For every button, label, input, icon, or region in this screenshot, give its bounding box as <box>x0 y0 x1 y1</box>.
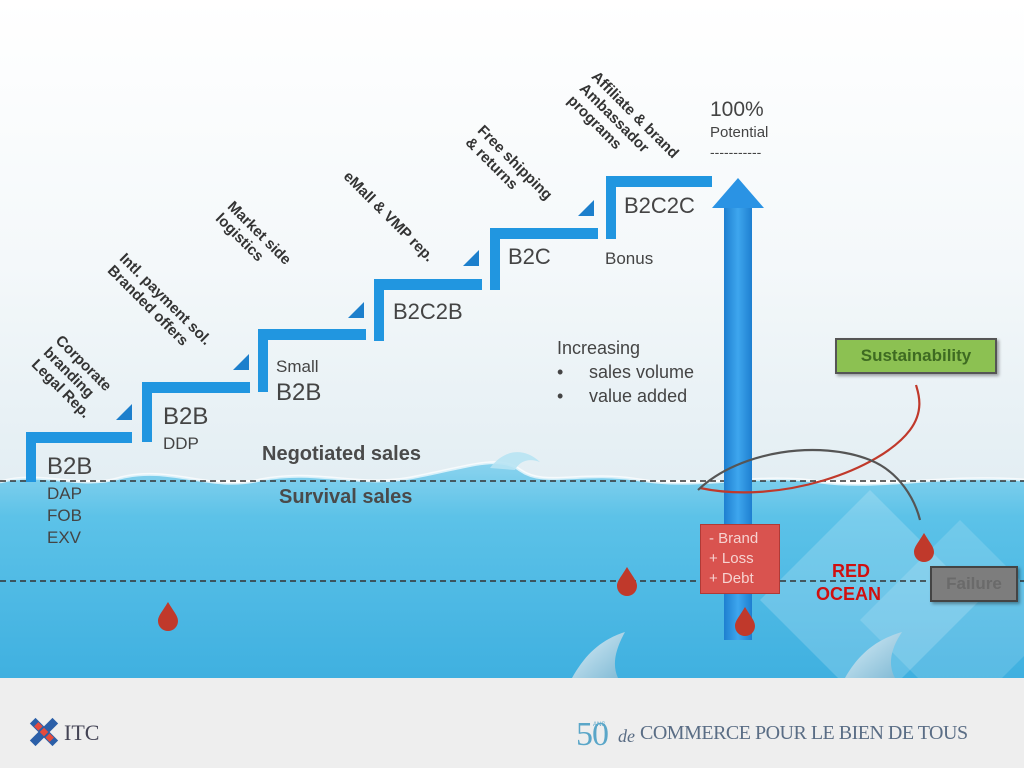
step-4-title: B2C2B <box>393 299 463 324</box>
stair-2-riser <box>142 382 152 442</box>
increasing-bullet-2-marker: • <box>557 386 564 406</box>
step-6-line-1: Bonus <box>605 249 654 268</box>
stair-6-riser <box>606 176 616 239</box>
footer-tagline: COMMERCE POUR LE BIEN DE TOUS <box>640 722 968 744</box>
increasing-bullet-1-marker: • <box>557 362 564 382</box>
growth-arrow-head <box>712 178 764 208</box>
anniversary-digit-5: 5 <box>576 716 593 753</box>
stair-1-riser <box>26 432 36 482</box>
brand-loss-line-1: - Brand <box>709 530 759 547</box>
failure-curve <box>697 448 922 521</box>
drop-3 <box>735 607 755 636</box>
brand-loss-debt-box: - Brand + Loss + Debt <box>700 524 780 594</box>
potential-label: Potential <box>710 124 769 141</box>
negotiated-sales-label: Negotiated sales <box>262 443 421 465</box>
stair-2-tread <box>142 382 250 393</box>
anniversary-de: de <box>618 726 635 746</box>
stair-6-tread <box>606 176 712 187</box>
potential-dashes: ----------- <box>710 144 762 160</box>
increasing-title: Increasing <box>557 338 641 358</box>
step-5-title: B2C <box>508 244 551 269</box>
step-3-title: B2B <box>276 379 322 406</box>
stair-1-tread <box>26 432 132 443</box>
drop-2 <box>617 567 637 596</box>
stair-5-tread <box>490 228 598 239</box>
anniversary-digit-0: 0 <box>592 716 609 753</box>
step-1-title: B2B <box>47 453 93 480</box>
stair-4-wedge <box>463 250 479 266</box>
stair-1-wedge <box>116 404 132 420</box>
step-2-line-1: DDP <box>163 434 199 453</box>
stair-3-riser <box>258 329 268 392</box>
brand-loss-line-2: + Loss <box>709 550 754 567</box>
increasing-bullet-2: value added <box>589 386 688 406</box>
failure-box: Failure <box>930 566 1018 602</box>
sustainability-curve <box>699 384 921 494</box>
drop-4 <box>914 533 934 562</box>
step-2-title: B2B <box>163 403 209 430</box>
sustainability-box: Sustainability <box>835 338 997 374</box>
increasing-bullet-1: sales volume <box>589 362 695 382</box>
potential-value: 100% <box>710 98 764 121</box>
footer-bar: ITC 5 ANS 0 de COMMERCE POUR LE BIEN DE … <box>0 678 1024 768</box>
step-3-prefix: Small <box>276 357 319 376</box>
step-1-line-3: EXV <box>47 528 82 547</box>
itc-logo-text: ITC <box>64 720 100 745</box>
red-ocean-line-1: RED <box>832 561 871 581</box>
stair-3-wedge <box>348 302 364 318</box>
itc-logo-icon <box>29 717 59 747</box>
step-1-line-1: DAP <box>47 484 82 503</box>
stair-4-tread <box>374 279 482 290</box>
survival-sales-label: Survival sales <box>279 486 413 508</box>
stair-4-riser <box>374 279 384 341</box>
step-1-line-2: FOB <box>47 506 82 525</box>
stair-5-wedge <box>578 200 594 216</box>
red-ocean-line-2: OCEAN <box>816 584 882 604</box>
step-6-title: B2C2C <box>624 193 695 218</box>
stair-5-riser <box>490 228 500 290</box>
stair-3-tread <box>258 329 366 340</box>
stair-2-wedge <box>233 354 249 370</box>
anniversary-ans: ANS <box>593 722 606 728</box>
brand-loss-line-3: + Debt <box>709 570 754 587</box>
drop-1 <box>158 602 178 631</box>
